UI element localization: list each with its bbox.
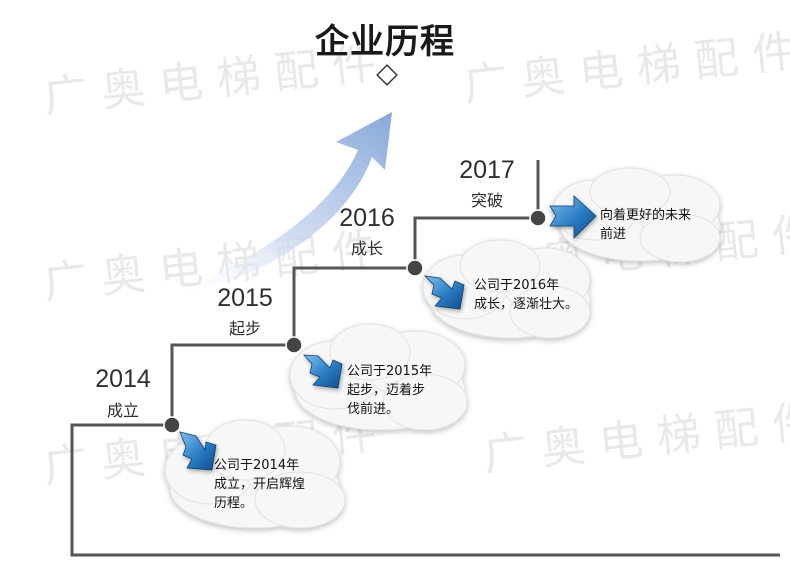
milestone-desc-2014: 公司于2014年 成立，开启辉煌 历程。 [214, 458, 306, 511]
milestone-desc-2016: 公司于2016年 成长，逐渐壮大。 [474, 278, 579, 312]
cloud-2015 [289, 323, 468, 431]
milestone-desc-2017: 向着更好的未来 前进 [600, 208, 692, 242]
milestone-label-2014: 成立 [106, 401, 139, 420]
milestone-label-2015: 起步 [228, 319, 261, 338]
arrow-2014-icon [179, 431, 217, 471]
milestone-year-2014: 2014 [95, 365, 151, 393]
arrow-2015-icon [303, 354, 343, 389]
milestone-year-2016: 2016 [339, 204, 395, 232]
milestone-year-2015: 2015 [217, 284, 273, 312]
timeline-nodes [163, 209, 547, 434]
milestone-label-2017: 突破 [470, 191, 503, 210]
milestone-year-2017: 2017 [459, 156, 515, 184]
milestone-desc-2015: 公司于2015年 起步，迈着步 伐前进。 [347, 364, 433, 417]
node-2017 [529, 209, 547, 227]
title-diamond-icon [376, 64, 398, 86]
page-title: 企业历程 [315, 22, 455, 62]
arrow-2016-icon [423, 275, 465, 310]
node-2014 [163, 416, 181, 434]
node-2016 [406, 259, 424, 277]
milestone-label-2016: 成长 [350, 239, 383, 258]
node-2015 [285, 336, 303, 354]
growth-arrow-icon [165, 112, 392, 296]
cloud-2016 [422, 239, 591, 339]
arrow-2017-icon [549, 195, 597, 239]
